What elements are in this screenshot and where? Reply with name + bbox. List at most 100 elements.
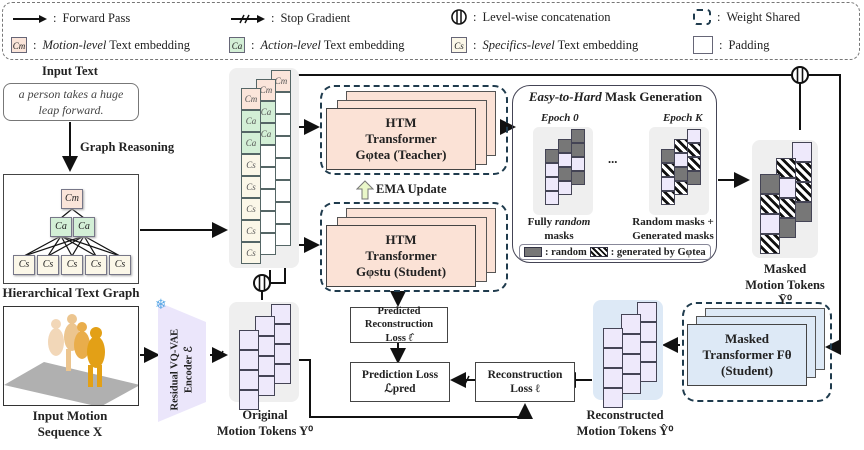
masked-motion-tokens [752, 140, 818, 258]
mask-token [674, 153, 688, 167]
motion-token [603, 348, 623, 368]
embedding-token: Cs [241, 198, 261, 220]
original-motion-tokens [229, 302, 299, 410]
masked-transformer-weight-shared-group [682, 302, 832, 402]
motion-token [621, 334, 641, 354]
mask-token [545, 149, 559, 163]
graph-reasoning-label: Graph Reasoning [80, 140, 175, 154]
mask-generation-panel: Easy-to-Hard Mask Generation Epoch 0 Epo… [512, 85, 717, 263]
mask-token [661, 191, 675, 205]
embedding-token: Cs [241, 220, 261, 242]
motion-token [621, 354, 641, 374]
concat-node-top [791, 66, 809, 84]
mask-token [558, 167, 572, 181]
legend-weight-shared: : Weight Shared [693, 9, 800, 25]
action-level-swatch: Ca [229, 37, 245, 53]
motion-figure-illustration [4, 314, 138, 405]
random-mask-swatch [524, 247, 542, 257]
mask-token [571, 129, 585, 143]
input-motion-image [3, 306, 139, 406]
motion-token [603, 328, 623, 348]
padding-swatch [693, 36, 713, 54]
motion-level-swatch: Cm [11, 37, 27, 53]
graph-node-specifics: Cs [37, 255, 59, 275]
legend: : Forward Pass : Stop Gradient : Level-w… [2, 2, 860, 60]
mask-token [661, 163, 675, 177]
mask-token [571, 157, 585, 171]
mask-token [760, 234, 780, 254]
mask-token [674, 139, 688, 153]
stop-gradient-arrow-icon [231, 14, 265, 23]
mask-token [571, 143, 585, 157]
epoch-k-label: Epoch K [663, 112, 703, 124]
graph-node-action: Ca [73, 217, 95, 237]
mask-token [674, 167, 688, 181]
embedding-token: Cm [256, 79, 276, 101]
input-text-title: Input Text [42, 64, 98, 78]
generated-mask-swatch [589, 247, 608, 257]
mask-token [661, 177, 675, 191]
mask-key: : random : generated by Gφtea [519, 244, 711, 260]
mask-token [760, 214, 780, 234]
top-loop-line [298, 74, 841, 355]
legend-padding: : Padding [693, 36, 769, 54]
mask-token [687, 143, 701, 157]
ellipsis: ... [608, 152, 618, 166]
mask-token [760, 194, 780, 214]
mask-token [558, 153, 572, 167]
legend-forward-pass: : Forward Pass [13, 11, 130, 26]
embedding-token: Cm [241, 88, 261, 110]
mask-token [792, 142, 812, 162]
mask-token [558, 181, 572, 195]
motion-token [239, 390, 259, 410]
epoch-0-label: Epoch 0 [541, 112, 579, 124]
student-weight-shared-group [320, 202, 508, 292]
mask-token [687, 157, 701, 171]
graph-node-action: Ca [50, 217, 72, 237]
weight-shared-icon [693, 9, 711, 25]
graph-node-specifics: Cs [85, 255, 107, 275]
graph-edges [23, 208, 121, 257]
mask-token [545, 191, 559, 205]
encoder-shape [158, 302, 206, 422]
graph-node-specifics: Cs [13, 255, 35, 275]
graph-node-motion: Cm [61, 189, 83, 209]
motion-token [603, 368, 623, 388]
legend-action-level: Ca : Action-level Text embedding [229, 37, 404, 53]
epoch-0-masks [533, 127, 593, 215]
motion-token [255, 316, 275, 336]
mask-token [545, 163, 559, 177]
mask-generation-title: Easy-to-Hard Mask Generation [528, 89, 703, 104]
embedding-token: Ca [241, 132, 261, 154]
epoch-k-caption: Random masks +Generated masks [632, 216, 714, 242]
specifics-level-swatch: Cs [451, 37, 467, 53]
legend-level-concat: : Level-wise concatenation [451, 9, 611, 25]
mask-token [674, 181, 688, 195]
motion-token [637, 302, 657, 322]
motion-token [239, 350, 259, 370]
legend-specifics-level: Cs : Specifics-level Text embedding [451, 37, 638, 53]
reconstructed-motion-tokens [593, 300, 663, 408]
teacher-transformer: HTM Transformer Gφtea (Teacher) [326, 108, 476, 170]
ema-update-label: EMA Update [376, 182, 447, 196]
mask-token [687, 171, 701, 185]
embedding-token: Cs [241, 242, 261, 264]
embedding-token: Ca [256, 123, 276, 145]
text-graph-panel: Cm Ca Ca Cs Cs Cs Cs Cs [3, 174, 139, 284]
motion-token [621, 314, 641, 334]
mask-token [760, 174, 780, 194]
text-graph-caption: Hierarchical Text Graph [2, 285, 140, 300]
embedding-token: Ca [241, 110, 261, 132]
mask-token [545, 177, 559, 191]
student-htm-transformer: HTM Transformer Gφstu (Student) [326, 225, 476, 287]
mask-token [558, 139, 572, 153]
